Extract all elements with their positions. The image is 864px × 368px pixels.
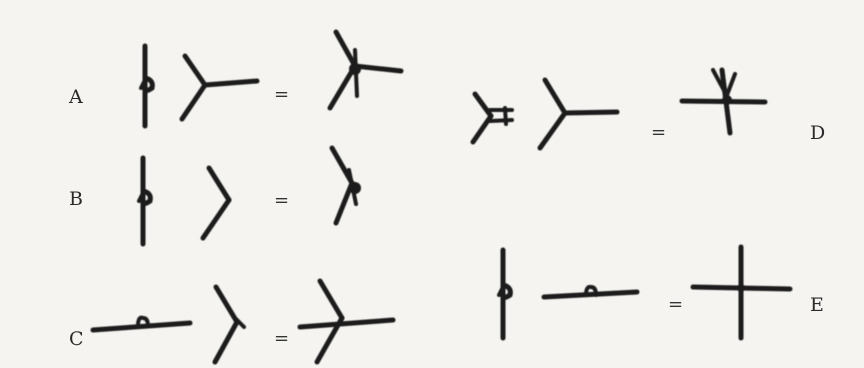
cross-connector-e xyxy=(690,244,793,341)
three-way-connector-c xyxy=(297,278,396,365)
straight-connector-with-clip-e xyxy=(497,247,513,341)
straight-connector-with-clip-b xyxy=(137,155,153,247)
straight-connector-with-clip-a xyxy=(139,43,155,129)
joined-connector-d xyxy=(679,67,768,136)
three-way-connector-with-clip-d xyxy=(470,91,514,145)
three-way-connector-d xyxy=(537,77,620,151)
equals-sign-a: = xyxy=(274,84,290,105)
joined-connector-a xyxy=(327,29,404,111)
label-d: D xyxy=(810,122,826,144)
elbow-connector-c xyxy=(212,284,246,365)
equals-sign-e: = xyxy=(668,294,684,315)
elbow-connector-b xyxy=(200,165,232,241)
label-a: A xyxy=(69,86,83,108)
straight-connector-with-clip-c xyxy=(90,315,193,333)
label-b: B xyxy=(69,188,83,210)
equals-sign-c: = xyxy=(274,328,290,349)
three-way-connector-a xyxy=(179,53,260,122)
straight-connector-with-clip-e2 xyxy=(541,284,640,300)
joined-connector-b xyxy=(329,145,361,226)
equals-sign-d: = xyxy=(651,122,667,143)
label-e: E xyxy=(810,294,824,316)
label-c: C xyxy=(69,328,84,350)
equals-sign-b: = xyxy=(274,190,290,211)
